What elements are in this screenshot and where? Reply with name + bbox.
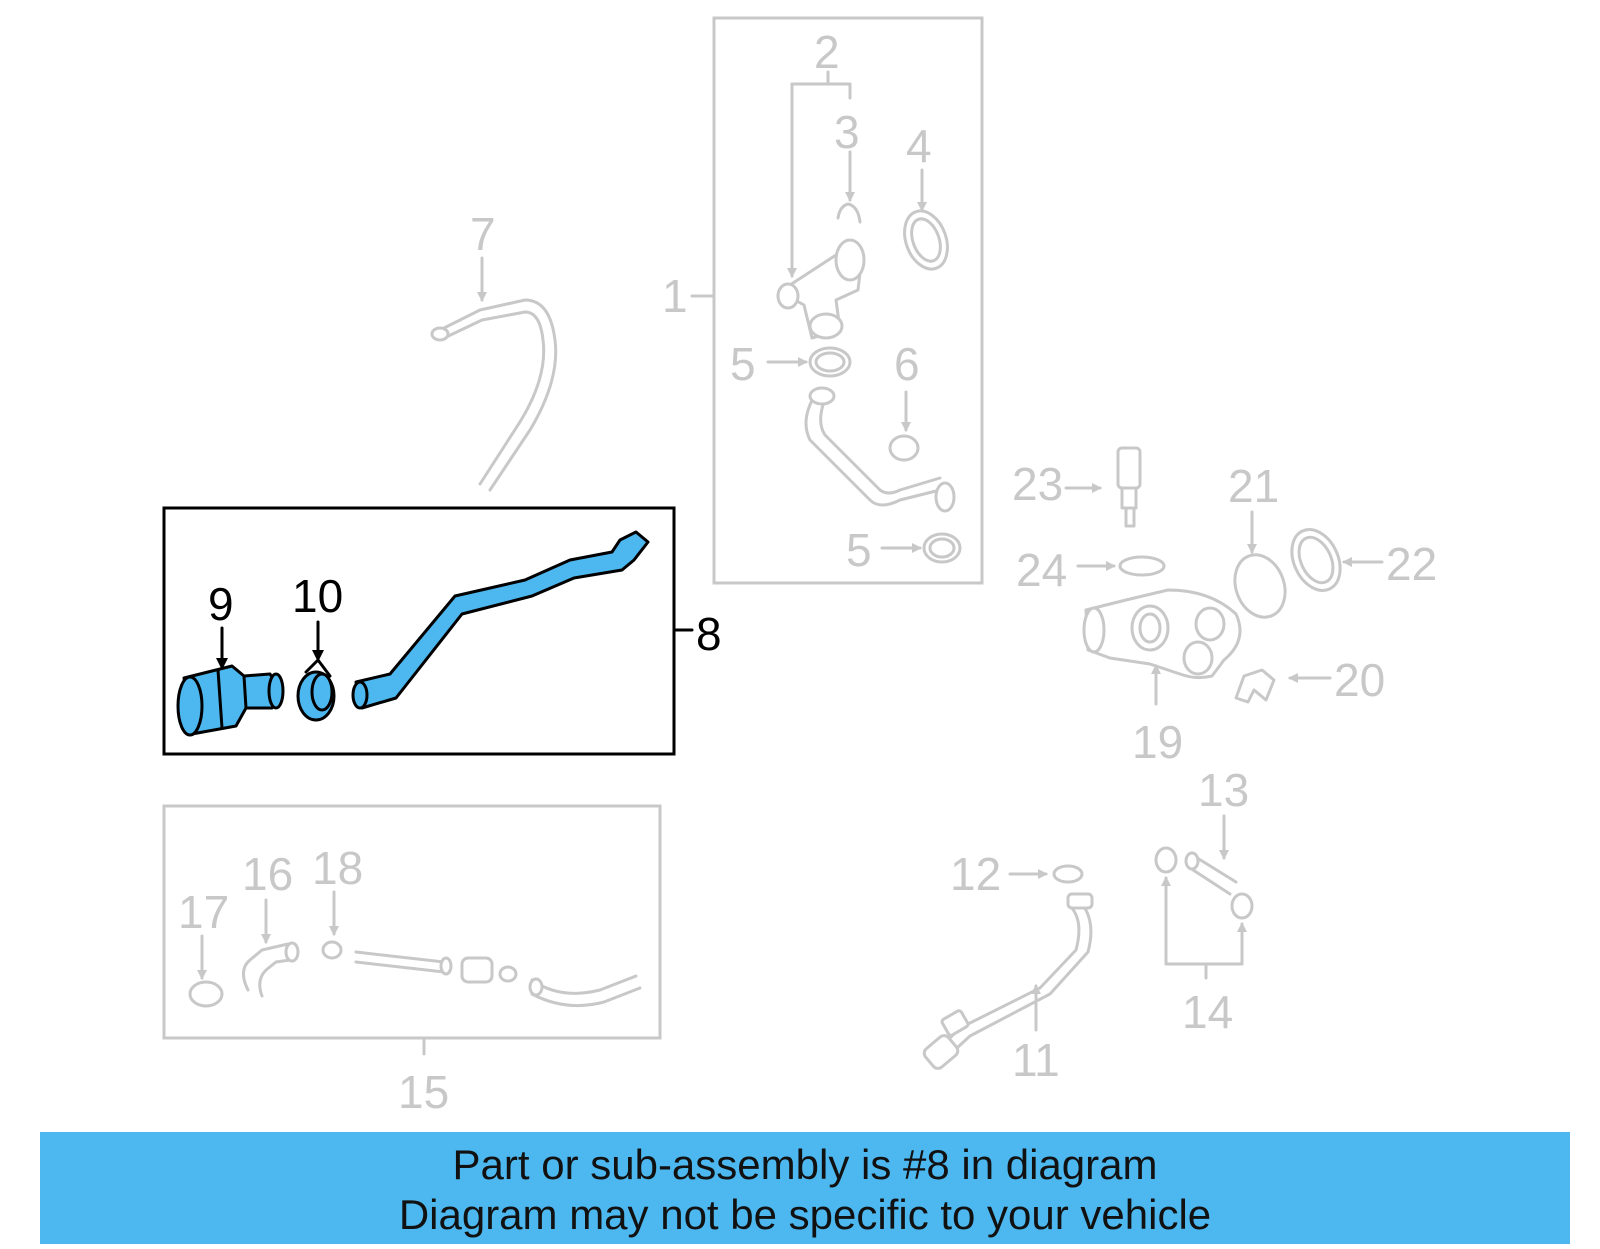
pipe-group-11-14: 12 11 13 14 xyxy=(922,764,1254,1086)
oring-part-21 xyxy=(1233,553,1287,619)
group-box-15: 15 17 16 18 xyxy=(162,804,662,1118)
callout-15: 15 xyxy=(398,1066,449,1118)
pipe-section-15 xyxy=(354,950,446,974)
clamp-part-18 xyxy=(321,940,343,960)
hose-part-16 xyxy=(242,942,292,998)
bracket-part-20 xyxy=(1234,668,1276,704)
clamp-part-5b xyxy=(922,532,962,564)
callout-7: 7 xyxy=(470,208,496,260)
thermostat-housing-part-19 xyxy=(1082,588,1242,680)
callout-21: 21 xyxy=(1228,460,1279,512)
group-box-8: 8 9 10 xyxy=(162,506,722,756)
hose-part-box1 xyxy=(804,390,942,507)
clamp-part-10 xyxy=(296,657,336,722)
callout-4: 4 xyxy=(906,120,932,172)
callout-16: 16 xyxy=(242,848,293,900)
callout-8: 8 xyxy=(696,608,722,660)
info-banner: Part or sub-assembly is #8 in diagram Di… xyxy=(40,1132,1570,1244)
callout-5a: 5 xyxy=(730,338,756,390)
gasket-part-12 xyxy=(1052,864,1084,884)
callout-18: 18 xyxy=(312,842,363,894)
oring-part-4 xyxy=(903,209,949,271)
callout-12: 12 xyxy=(950,848,1001,900)
callout-23: 23 xyxy=(1012,458,1063,510)
hose-part-13 xyxy=(1188,854,1238,896)
callout-14: 14 xyxy=(1182,986,1233,1038)
connector-part-9 xyxy=(176,664,285,737)
callout-9: 9 xyxy=(208,578,234,630)
callout-2: 2 xyxy=(814,26,840,78)
callout-20: 20 xyxy=(1334,654,1385,706)
callout-19: 19 xyxy=(1132,716,1183,768)
pipe-part-11 xyxy=(922,892,1094,1070)
gasket-part-22 xyxy=(1290,528,1342,592)
group-box-1: 1 2 3 4 5 6 5 xyxy=(662,16,984,585)
callout-3: 3 xyxy=(834,106,860,158)
callout-10: 10 xyxy=(292,570,343,622)
clip-part-3 xyxy=(836,202,862,224)
callout-5b: 5 xyxy=(846,524,872,576)
banner-line-2: Diagram may not be specific to your vehi… xyxy=(398,1191,1212,1238)
banner-line-1: Part or sub-assembly is #8 in diagram xyxy=(452,1141,1158,1188)
coolant-pipe-part-8 xyxy=(351,530,650,710)
pipe-part-7: 7 xyxy=(430,208,558,492)
callout-6: 6 xyxy=(894,338,920,390)
callout-22: 22 xyxy=(1386,538,1437,590)
clamp-part-17 xyxy=(188,980,224,1008)
callout-17: 17 xyxy=(178,886,229,938)
callout-11: 11 xyxy=(1012,1034,1060,1086)
oring-part-24 xyxy=(1118,555,1166,577)
housing-part-2 xyxy=(776,238,866,340)
thermostat-group: 23 24 21 22 19 20 xyxy=(1012,446,1437,768)
callout-1: 1 xyxy=(662,270,688,322)
clamp-part-14b xyxy=(1230,892,1254,920)
callout-13: 13 xyxy=(1198,764,1249,816)
plug-part-6 xyxy=(888,434,920,462)
callout-24: 24 xyxy=(1016,544,1067,596)
clamp-part-14a xyxy=(1154,846,1178,874)
sensor-part-23 xyxy=(1116,446,1142,528)
clamp-part-5a xyxy=(808,346,852,378)
